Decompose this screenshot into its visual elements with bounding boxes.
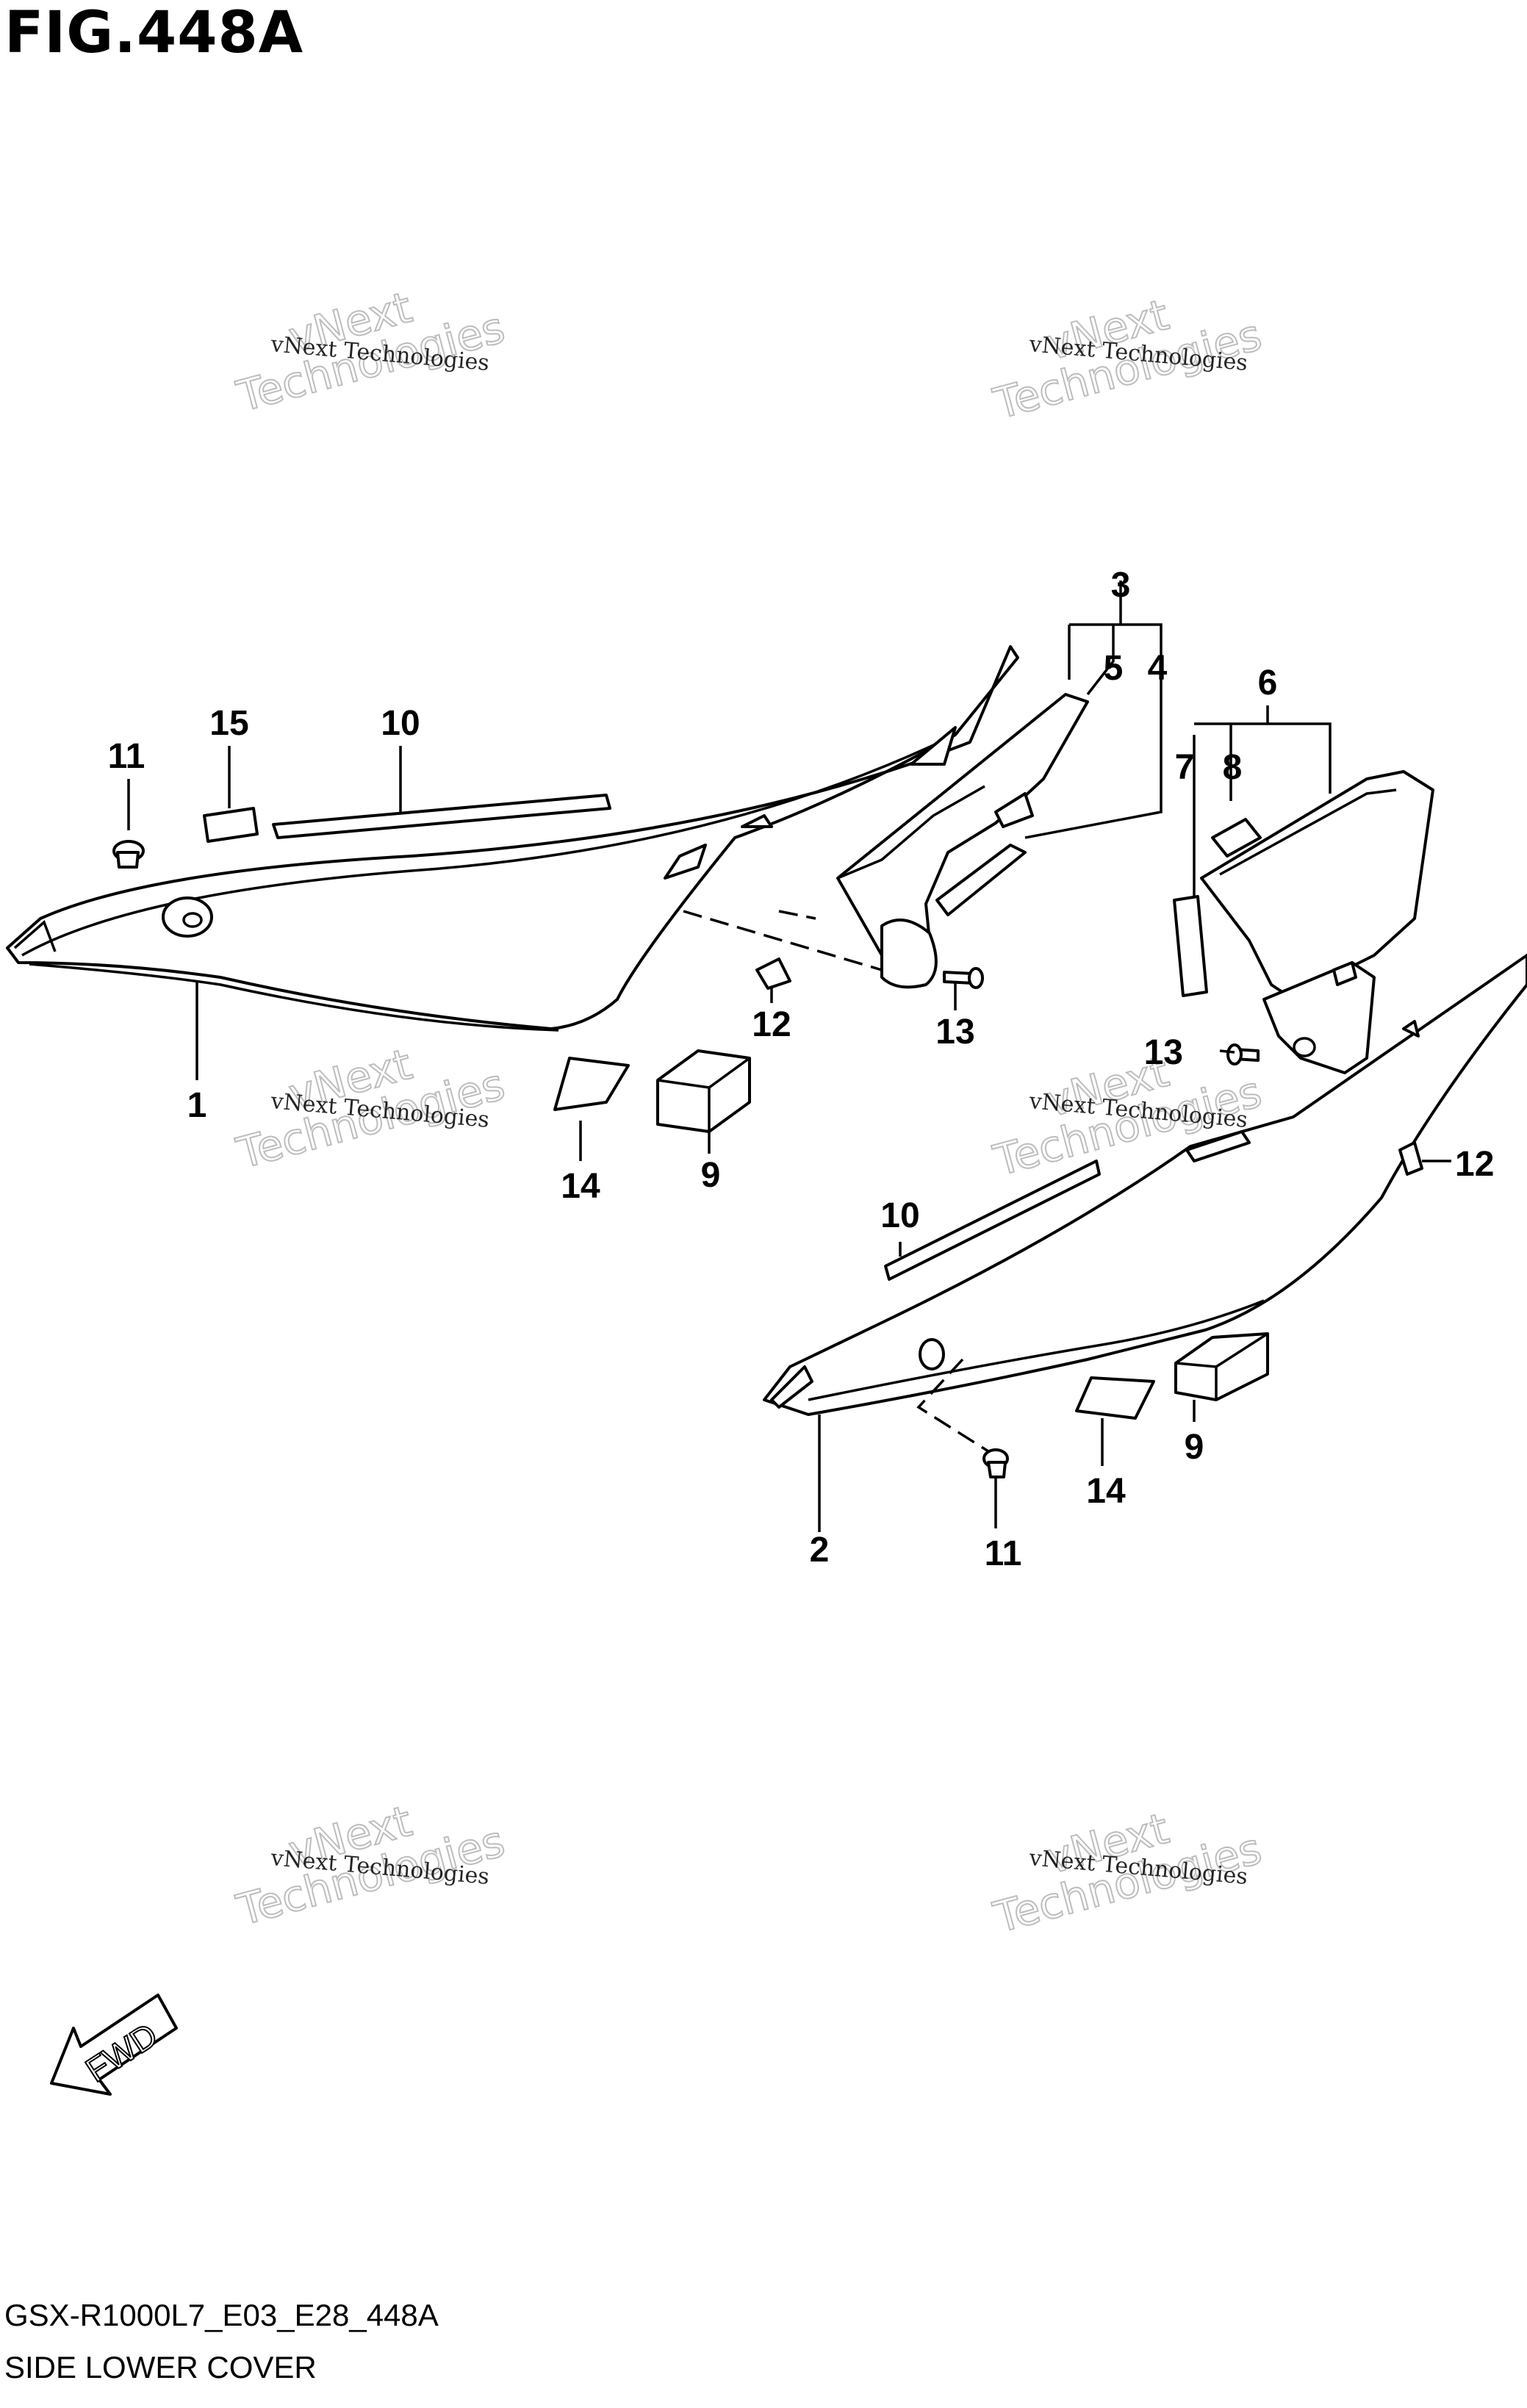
watermark-top-right: Technologies vNext vNext Technologies: [988, 289, 1267, 430]
part-8-pad: [1211, 818, 1262, 858]
callout-3: 3: [1111, 566, 1131, 605]
part-10-strip-left: [272, 794, 611, 839]
callout-10-left: 10: [381, 704, 420, 743]
part-2-right-cover: [763, 954, 1527, 1416]
part-3-bracket-assembly: [836, 693, 1089, 989]
callout-12-left: 12: [752, 1005, 791, 1044]
callout-15: 15: [209, 704, 248, 743]
part-1-left-cover: [6, 645, 1019, 1032]
part-12-clip-left: [755, 957, 791, 990]
callout-1: 1: [187, 1086, 207, 1125]
part-13-screw-right: [1226, 1043, 1260, 1065]
callout-8: 8: [1223, 748, 1243, 787]
callout-14-right: 14: [1086, 1472, 1126, 1511]
callout-11-left: 11: [108, 737, 145, 776]
part-11-bolt-left: [112, 840, 145, 869]
part-14-pad-left: [553, 1057, 630, 1111]
watermark-top-left: Technologies vNext vNext Technologies: [231, 281, 510, 423]
callout-14-left: 14: [561, 1167, 600, 1206]
part-6-cover: [1200, 770, 1434, 1074]
callout-9-left: 9: [701, 1156, 721, 1195]
callout-13-right: 13: [1144, 1033, 1183, 1072]
callout-5: 5: [1104, 649, 1124, 688]
callout-9-right: 9: [1185, 1428, 1204, 1467]
callout-10-right: 10: [880, 1196, 919, 1235]
watermark-mid-left: Technologies vNext vNext Technologies: [231, 1038, 510, 1179]
watermark-bottom-right: Technologies vNext vNext Technologies: [988, 1803, 1267, 1944]
part-9-block-left: [656, 1049, 751, 1133]
watermark-bottom-left: Technologies vNext vNext Technologies: [231, 1795, 510, 1936]
fwd-arrow-icon: FWD: [50, 1994, 178, 2096]
part-10-strip-right: [884, 1160, 1101, 1281]
part-13-screw-left: [943, 967, 984, 989]
part-12-clip-right: [1398, 1141, 1423, 1176]
callout-11-right: 11: [985, 1534, 1022, 1573]
part-9-block-right: [1174, 1332, 1269, 1401]
figure-name: SIDE LOWER COVER: [4, 2350, 317, 2384]
figure-title: FIG.448A: [4, 0, 304, 66]
callout-2: 2: [810, 1531, 830, 1570]
callout-4: 4: [1148, 649, 1168, 688]
part-14-pad-right: [1075, 1376, 1155, 1420]
part-7-pad: [1173, 895, 1208, 997]
callout-6: 6: [1258, 664, 1278, 702]
part-11-bolt-right: [982, 1448, 1009, 1478]
callout-7: 7: [1175, 748, 1195, 787]
callout-12-right: 12: [1455, 1145, 1494, 1184]
figure-code: GSX-R1000L7_E03_E28_448A: [4, 2298, 439, 2332]
callout-13-left: 13: [935, 1013, 974, 1052]
part-15-block: [203, 807, 259, 843]
